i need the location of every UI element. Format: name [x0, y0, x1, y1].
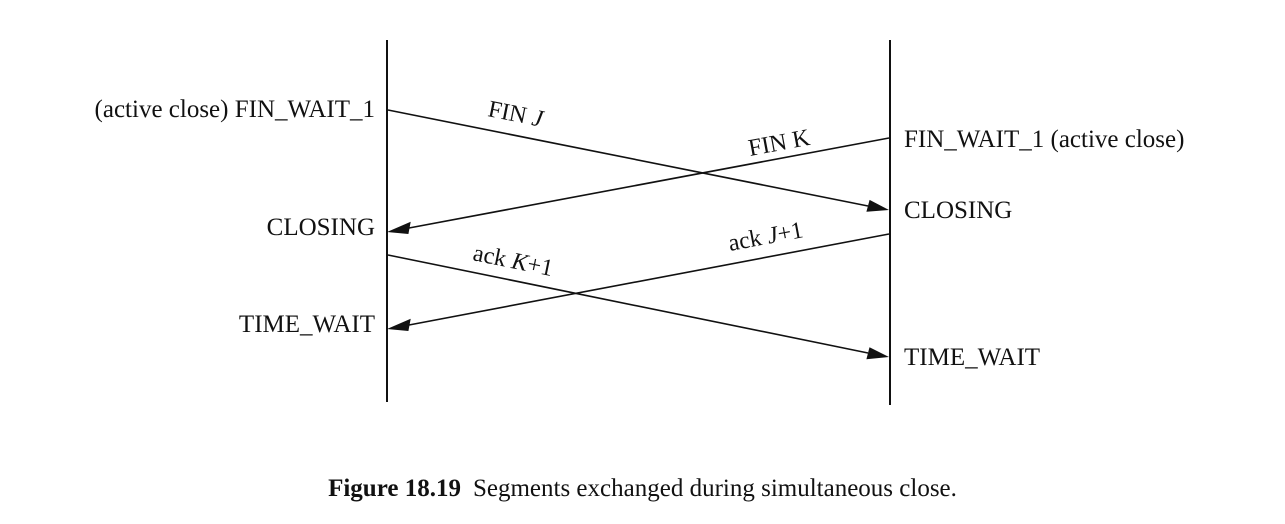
- ack-j1-arrowhead: [387, 318, 411, 331]
- ack-k1-arrowhead: [866, 347, 889, 360]
- simultaneous-close-diagram: (active close) FIN_WAIT_1 CLOSING TIME_W…: [95, 40, 1184, 405]
- left-fin-wait-1-label: (active close) FIN_WAIT_1: [95, 96, 375, 123]
- left-time-wait-label: TIME_WAIT: [239, 311, 375, 338]
- right-time-wait-label: TIME_WAIT: [904, 344, 1040, 371]
- fin-k-arrowhead: [387, 221, 411, 234]
- right-fin-wait-1-label: FIN_WAIT_1 (active close): [904, 126, 1184, 153]
- figure-caption: Figure 18.19 Segments exchanged during si…: [0, 475, 1285, 503]
- ack-j1-label: ack J+1: [726, 217, 805, 257]
- fin-k-label: FIN K: [746, 125, 812, 162]
- ack-k1-arrow: [387, 254, 869, 354]
- fin-j-arrow: [387, 109, 869, 207]
- ack-j1-arrow: [408, 233, 890, 326]
- figure-caption-text: Segments exchanged during simultaneous c…: [472, 475, 957, 502]
- ack-k1-label: ack K+1: [471, 240, 555, 282]
- fin-j-label: FIN J: [486, 96, 547, 133]
- left-closing-label: CLOSING: [267, 214, 375, 241]
- right-closing-label: CLOSING: [904, 197, 1012, 224]
- fin-j-arrowhead: [866, 199, 889, 212]
- figure-number: Figure 18.19: [328, 475, 461, 502]
- fin-k-arrow: [408, 137, 890, 229]
